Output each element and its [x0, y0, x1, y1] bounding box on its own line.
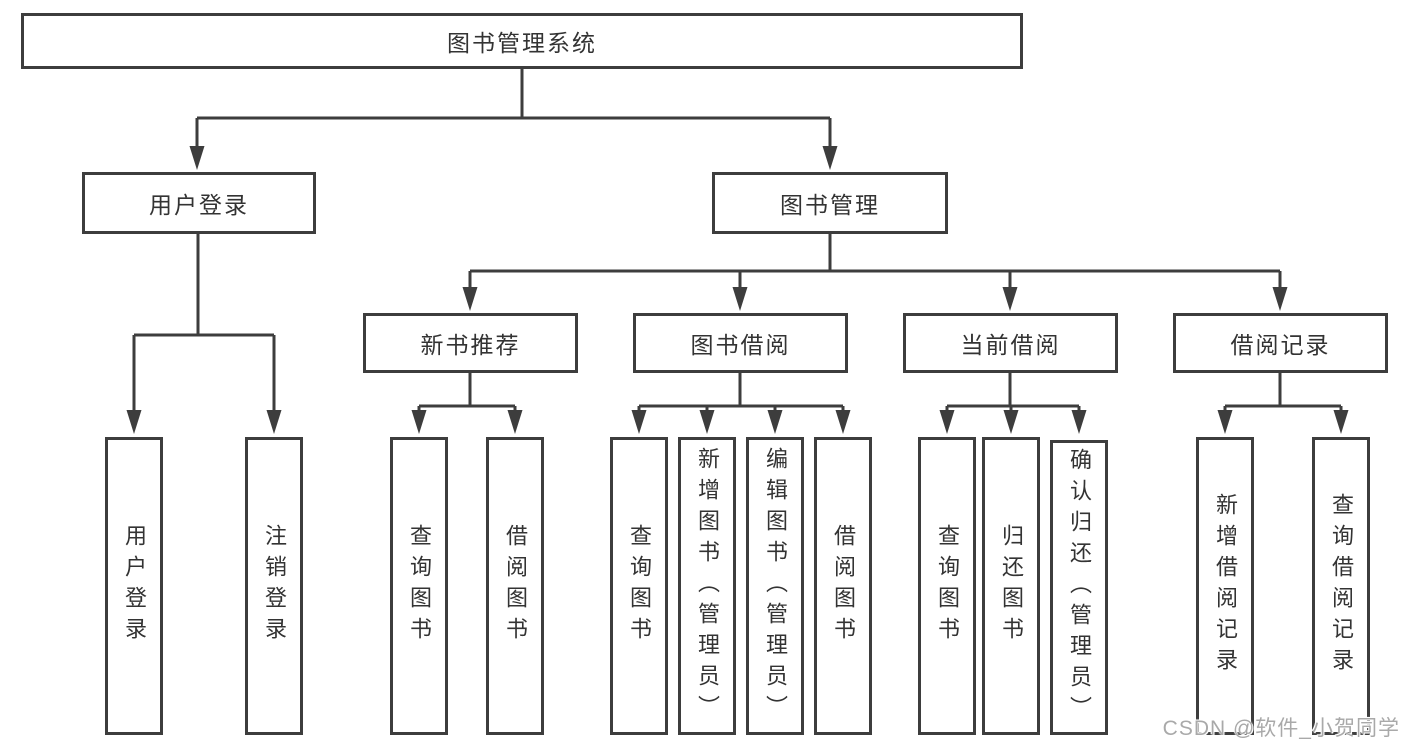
node-label: 新书推荐: [420, 332, 521, 358]
node-label: 借阅图书: [831, 524, 856, 648]
node-current-borrow: 当前借阅: [903, 313, 1118, 373]
node-user-login: 用户登录: [82, 172, 316, 234]
node-label: 归还图书: [999, 524, 1024, 648]
node-root: 图书管理系统: [21, 13, 1023, 69]
node-bb-add-books-admin: 新增图书（管理员）: [678, 437, 736, 735]
connector-user-login-children: [132, 233, 276, 412]
node-label: 编辑图书（管理员）: [763, 446, 788, 726]
node-ul-logout: 注销登录: [245, 437, 303, 735]
node-br-query-borrow-record: 查询借阅记录: [1312, 437, 1370, 735]
node-label: 借阅记录: [1230, 332, 1331, 358]
node-label: 借阅图书: [503, 524, 528, 648]
node-ul-user-login: 用户登录: [105, 437, 163, 735]
connector-borrow-records-children: [1223, 373, 1343, 412]
node-bb-edit-books-admin: 编辑图书（管理员）: [746, 437, 804, 735]
node-cb-confirm-return-admin: 确认归还（管理员）: [1050, 440, 1108, 735]
node-borrow-records: 借阅记录: [1173, 313, 1388, 373]
node-label: 新增借阅记录: [1213, 493, 1238, 679]
watermark: CSDN @软件_小贺同学: [1162, 717, 1400, 740]
connector-new-book-recommend-children: [417, 373, 517, 412]
node-label: 注销登录: [262, 524, 287, 648]
node-label: 用户登录: [149, 192, 249, 218]
node-label: 当前借阅: [960, 332, 1061, 358]
node-label: 确认归还（管理员）: [1067, 448, 1092, 727]
node-book-borrow: 图书借阅: [633, 313, 848, 373]
node-label: 用户登录: [122, 524, 147, 648]
node-nbr-borrow-books: 借阅图书: [486, 437, 544, 735]
connector-current-borrow-children: [945, 373, 1081, 412]
node-cb-return-books: 归还图书: [982, 437, 1040, 735]
node-bb-query-books: 查询图书: [610, 437, 668, 735]
node-cb-query-books: 查询图书: [918, 437, 976, 735]
node-new-book-recommend: 新书推荐: [363, 313, 578, 373]
connector-book-mgmt-sections: [468, 233, 1282, 290]
node-bb-borrow-books: 借阅图书: [814, 437, 872, 735]
node-label: 新增图书（管理员）: [695, 446, 720, 726]
node-label: 查询图书: [627, 524, 652, 648]
node-label: 查询图书: [407, 524, 432, 648]
connector-book-borrow-children: [637, 373, 845, 412]
node-label: 图书管理: [780, 192, 880, 218]
node-label: 图书借阅: [690, 332, 791, 358]
node-label: 查询图书: [935, 524, 960, 648]
node-label: 查询借阅记录: [1329, 493, 1354, 679]
connector-root-to-level2: [195, 68, 832, 148]
node-br-add-borrow-record: 新增借阅记录: [1196, 437, 1254, 735]
node-label: 图书管理系统: [447, 30, 597, 56]
node-book-mgmt: 图书管理: [712, 172, 948, 234]
node-nbr-query-books: 查询图书: [390, 437, 448, 735]
